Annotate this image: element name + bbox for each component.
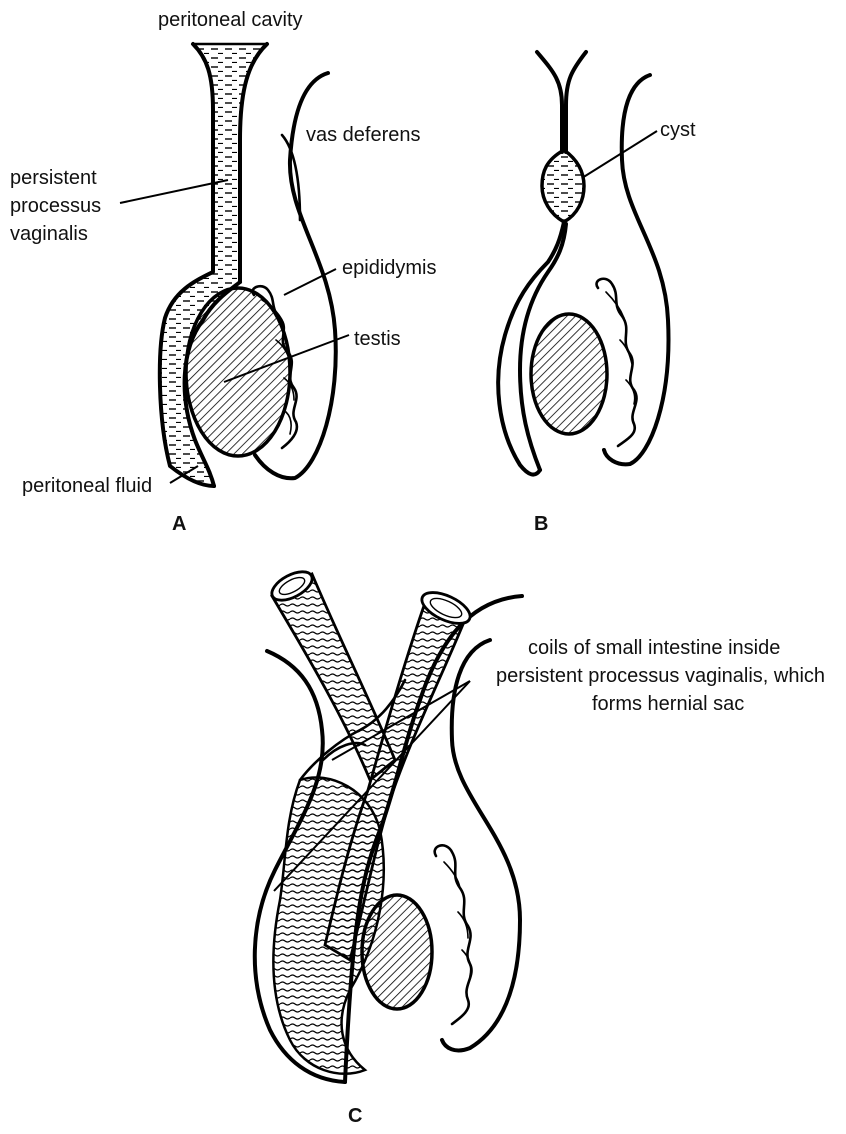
label-vaginalis: vaginalis [10,223,88,245]
label-cyst: cyst [660,119,696,141]
label-peritoneal-cavity: peritoneal cavity [158,9,303,31]
testis-b [531,314,607,434]
label-testis: testis [354,328,401,350]
label-hernia-line1: coils of small intestine inside [528,637,780,659]
label-hernia-line3: forms hernial sac [592,693,744,715]
caption-b: B [534,513,548,535]
panel-c: coils of small intestine inside persiste… [255,566,825,1127]
intestine-tube-1 [272,574,395,780]
label-hernia-line2: persistent processus vaginalis, which [496,665,825,687]
panel-a: peritoneal cavity vas deferens persisten… [10,9,436,535]
label-processus: processus [10,195,101,217]
caption-a: A [172,513,186,535]
testis-a [186,288,290,456]
label-peritoneal-fluid: peritoneal fluid [22,475,152,497]
caption-c: C [348,1105,362,1127]
testis-c [362,895,432,1009]
label-vas-deferens: vas deferens [306,124,421,146]
scrotum-outline-c [442,640,520,1050]
label-persistent: persistent [10,167,97,189]
cyst [542,150,584,222]
panel-b: cyst B [498,52,696,535]
label-epididymis: epididymis [342,257,436,279]
